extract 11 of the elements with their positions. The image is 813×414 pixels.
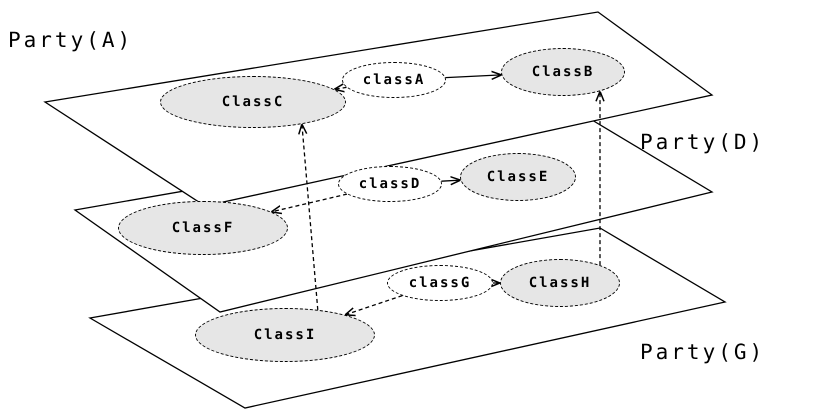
dashed-arrow (595, 90, 605, 266)
dashed-arrow (333, 83, 347, 92)
arrow (489, 278, 501, 288)
arrow (441, 176, 462, 186)
plane-label: Party(G) (640, 340, 766, 364)
dashed-arrow (344, 294, 402, 316)
plane-label: Party(A) (8, 28, 134, 52)
dashed-arrow (298, 123, 318, 310)
plane-label: Party(D) (640, 130, 766, 154)
arrow (445, 70, 502, 80)
dashed-arrow (270, 193, 348, 214)
